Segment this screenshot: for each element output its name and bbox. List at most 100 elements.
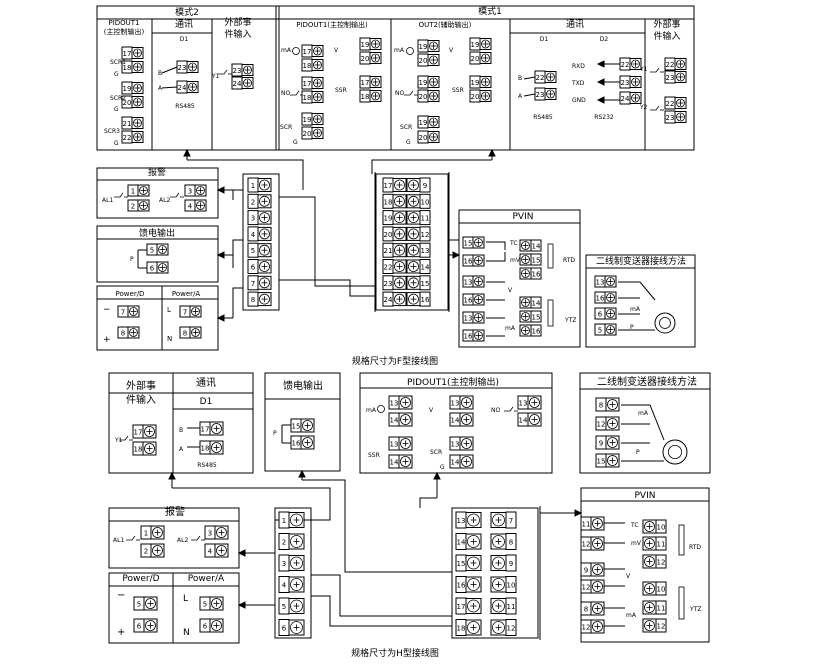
f-al1: AL1 [102,197,113,204]
terminal-number: 22 [666,61,675,69]
terminal: 20 [301,126,324,140]
screw-icon [313,78,322,88]
f-two-wire-ma: mA [630,306,641,313]
terminal-number: 13 [421,247,430,255]
terminal: 19 [417,39,440,53]
h-alarm-box [108,507,240,569]
terminal-number: 16 [292,440,301,448]
h-ext-2: 件输入 [126,393,156,406]
wire [161,86,178,89]
screw-icon [529,397,540,408]
screw-icon [474,313,483,322]
terminal-number: 19 [419,43,428,51]
mode2-comm-title: 通讯 [175,19,193,30]
screw-icon [481,77,490,87]
f-pvin-ma: mA [505,325,516,332]
terminal: 14 [449,454,474,469]
terminal-number-box [530,296,542,309]
arrow-left-icon [216,314,225,322]
screw-icon [133,48,142,58]
terminal-number: 11 [657,605,666,613]
terminal-number: 9 [509,560,513,568]
wire [523,93,536,97]
screw-icon [429,117,438,127]
terminal-number: 5 [251,247,255,255]
terminal-number: 12 [582,541,591,549]
transmitter-icon [662,439,688,465]
h-al1: AL1 [113,537,124,544]
h-ext-1: 外部事 [126,379,156,392]
terminal-number: 9 [599,440,603,448]
terminal-number-box [505,554,517,572]
terminal-number: 3 [251,215,255,223]
h-pid-ma: mA [366,407,377,414]
terminal-number: 6 [203,623,208,631]
terminal: 8 [595,397,620,412]
terminal-number-box [655,581,667,596]
terminal-number: 15 [532,314,541,322]
terminal-number: 23 [666,114,675,122]
terminal: 4 [247,226,272,242]
terminal: 19 [469,75,492,89]
f-power-minus: − [103,305,111,315]
wire [419,497,437,508]
terminal: 14 [519,296,542,309]
screw-icon [302,437,313,448]
f-two-wire-box [585,254,696,348]
screw-icon [211,598,222,609]
f-power-a: Power/A [172,290,201,298]
screw-icon [216,545,227,556]
mode1-out2-no: NO [395,90,404,97]
wire [161,66,178,74]
screw-icon [408,228,419,240]
terminal: 23 [664,70,687,84]
arrow-left-icon [216,251,225,259]
terminal: 3 [247,210,272,226]
contact-icon [504,406,514,412]
screw-icon [290,556,303,570]
contact-icon [650,67,660,73]
screw-icon [474,331,483,340]
screw-icon [133,97,142,107]
terminal: 8 [490,533,517,550]
screw-icon [644,602,655,613]
resistor-icon [547,299,554,327]
terminal-number: 15 [597,458,606,466]
screw-icon [492,535,505,548]
mode1-pidout1: PIDOUT1(主控制输出) [296,20,368,29]
terminal: 14 [517,412,542,427]
terminal-number-box [655,618,667,633]
screw-icon [606,293,615,302]
terminal-number: 23 [536,91,545,99]
mode1-rxd: RXD [572,63,585,70]
terminal-number-box [505,597,517,615]
h-pid-g: G [440,464,445,471]
contact-icon [126,535,136,541]
terminal-number: 13 [457,517,466,525]
screw-icon [592,581,603,592]
mode2-d1: D1 [180,36,189,43]
mode1-out2-v: V [449,47,454,54]
terminal-number: 13 [596,279,605,287]
terminal: 12 [642,554,667,569]
terminal-number: 6 [282,625,287,633]
h-rs485: RS485 [197,462,217,469]
screw-icon [371,77,380,87]
source-icon [292,47,300,55]
screw-icon [644,521,655,532]
h-two-wire-p: P [636,449,640,456]
screw-icon [259,277,270,289]
terminal-number-box [530,267,542,280]
terminal: 16 [406,291,431,307]
screw-icon [394,195,405,207]
mode2-ext-1: 外部事 [224,16,251,28]
terminal: 8 [247,291,272,307]
terminal-number: 19 [303,116,312,124]
contact-icon [404,90,414,96]
terminal: 23 [534,87,557,101]
f-power-l: L [167,306,171,314]
terminal: 18 [132,441,157,456]
wire [311,574,452,617]
terminal-number: 19 [471,79,480,87]
mode2-title: 模式2 [175,6,199,18]
